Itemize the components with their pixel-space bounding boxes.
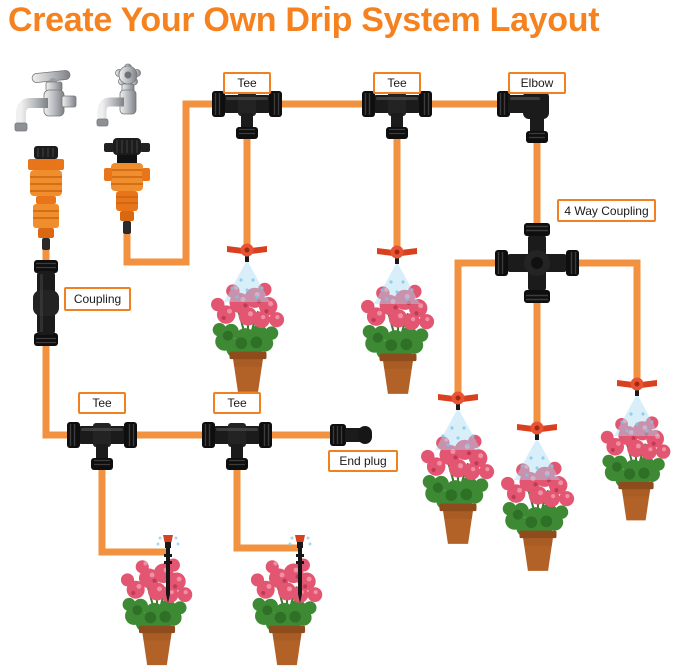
faucet-right-icon — [97, 64, 141, 126]
label-elbow: Elbow — [508, 72, 566, 94]
tee-fitting-bottom-right — [201, 421, 273, 471]
tube-cross-left-branch — [454, 259, 502, 394]
tube-main-top — [123, 100, 502, 266]
tee-fitting-bottom-left — [66, 421, 138, 471]
potted-plant-3 — [419, 433, 496, 545]
sprinkler-dripper-2 — [374, 245, 420, 304]
page-title: Create Your Own Drip System Layout — [8, 1, 600, 39]
tube-bottom-tee1-drop — [98, 466, 168, 556]
label-end-plug: End plug — [328, 450, 398, 472]
faucet-left-icon — [15, 70, 76, 131]
hose-connector-left — [27, 145, 65, 251]
potted-plant-7 — [249, 557, 324, 667]
sprinkler-dripper-5 — [614, 377, 660, 436]
hose-connector-right — [103, 137, 151, 235]
tee-fitting-top-right — [361, 90, 433, 140]
label-coupling: Coupling — [64, 287, 131, 311]
potted-plant-6 — [119, 557, 194, 667]
elbow-fitting — [496, 90, 550, 144]
tube-bottom-tee2-drop — [233, 466, 300, 552]
label-tee-bottom-right: Tee — [213, 392, 261, 414]
four-way-coupling-fitting — [494, 222, 580, 304]
label-tee-bottom-left: Tee — [78, 392, 126, 414]
sprinkler-dripper-3 — [435, 391, 481, 450]
end-plug-fitting — [329, 423, 373, 447]
tube-cross-right-branch — [572, 259, 641, 380]
tee-fitting-top-left — [211, 90, 283, 140]
sprinkler-dripper-1 — [224, 243, 270, 302]
coupling-fitting — [32, 259, 60, 347]
sprinkler-dripper-4 — [514, 421, 560, 480]
label-four-way-coupling: 4 Way Coupling — [557, 199, 656, 222]
label-tee-top-right: Tee — [373, 72, 421, 94]
label-tee-top-left: Tee — [223, 72, 271, 94]
